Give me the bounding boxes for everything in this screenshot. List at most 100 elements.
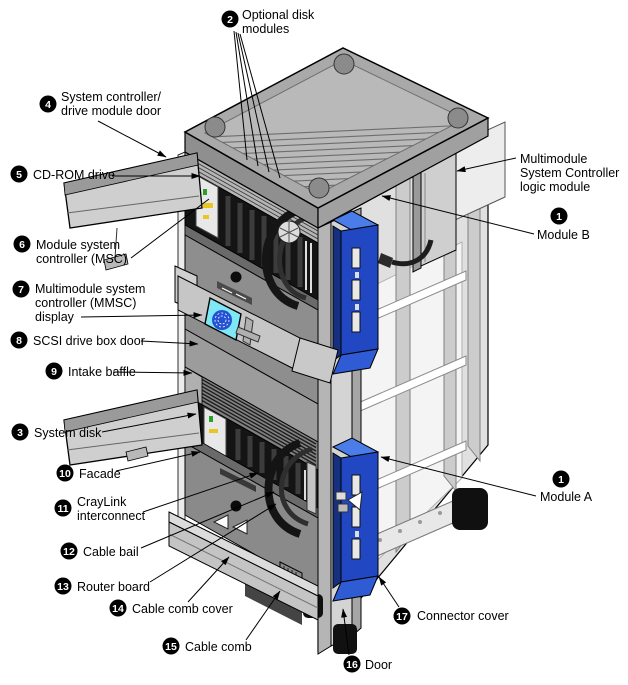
callout-number-bubble [221,10,239,28]
callout-number: 2 [227,14,233,26]
callout-number: 15 [165,641,177,653]
callout-label: System disk [34,426,102,440]
connector-cover-module-a [331,437,380,602]
callout-number-bubble [343,655,361,673]
callout-label: Cable comb [185,640,252,654]
callout-label: logic module [520,180,590,194]
callout-craylink-interconnect: 11 CrayLink interconnect [54,472,259,523]
callout-cd-rom-drive: 5 CD-ROM drive [10,165,201,183]
callout-label: Connector cover [417,609,509,623]
callout-system-disk: 3 System disk [11,412,197,441]
callout-number: 6 [19,239,25,251]
callout-label: Module system [36,238,120,252]
callout-number-bubble [10,331,28,349]
callout-number-bubble [12,280,30,298]
callouts: 2 Optional disk modules 4 System control… [10,8,619,673]
callout-label: Router board [77,580,150,594]
callout-door: 16 Door [341,608,392,673]
callout-facade: 10 Facade [56,450,201,482]
callout-number-bubble [39,95,57,113]
callout-label: SCSI drive box door [33,334,145,348]
callout-label: System Controller [520,166,619,180]
rack-illustration [63,47,506,655]
callout-label: Multimodule [520,152,587,166]
mmsc-display-assembly [174,265,339,384]
callout-number: 14 [112,603,124,615]
callout-number-bubble [552,470,570,488]
callout-mmsc-logic-module: Multimodule System Controller logic modu… [456,152,619,194]
callout-number: 4 [45,99,51,111]
callout-cable-comb: 15 Cable comb [162,590,281,655]
callout-number-bubble [56,464,74,482]
callout-number-bubble [54,577,72,595]
callout-number: 11 [57,503,68,515]
callout-number-bubble [109,599,127,617]
callout-number-bubble [162,637,180,655]
callout-label: Optional disk [242,8,315,22]
callout-number: 3 [17,427,23,439]
callout-number: 1 [558,474,564,486]
nameplate [217,281,252,305]
callout-label: Cable bail [83,545,139,559]
callout-scsi-drive-box-door: 8 SCSI drive box door [10,331,199,349]
callout-number-bubble [393,607,411,625]
callout-number: 16 [346,659,358,671]
callout-number-bubble [10,165,28,183]
callout-label: System controller/ [61,90,162,104]
callout-number: 9 [51,366,57,378]
lower-module-door [63,389,203,466]
callout-system-controller-door: 4 System controller/ drive module door [39,90,167,158]
callout-label: drive module door [61,104,161,118]
callout-number-bubble [11,423,29,441]
callout-cable-bail: 12 Cable bail [60,491,275,560]
cable-bail-strap [306,461,317,515]
callout-label: CrayLink [77,495,127,509]
upper-module-door [63,152,203,271]
callout-number: 5 [16,169,22,181]
callout-label: interconnect [77,509,146,523]
callout-label: modules [242,22,289,36]
printed-arrow [347,491,363,511]
callout-number: 17 [396,611,408,623]
callout-optional-disk-modules: 2 Optional disk modules [221,8,315,179]
callout-label: display [35,310,75,324]
callout-label: Door [365,658,392,672]
callout-router-board: 13 Router board [54,503,277,595]
cable-connector [378,253,393,268]
callout-number-bubble [54,499,72,517]
latch-knob [230,271,242,283]
callout-intake-baffle: 9 Intake baffle [45,362,193,380]
logic-module-cable [391,239,434,267]
callout-label: controller (MSC) [36,252,127,266]
callout-connector-cover: 17 Connector cover [378,576,509,625]
connector-cover-module-b [331,210,380,375]
callout-number: 8 [16,335,22,347]
callout-module-system-controller: 6 Module system controller (MSC) [13,198,210,266]
callout-number: 12 [63,546,75,558]
callout-number: 1 [556,211,562,223]
callout-label: Module B [537,228,590,242]
upper-craylink-cables [261,206,312,310]
callout-number-bubble [13,235,31,253]
callout-label: controller (MMSC) [35,296,136,310]
callout-label: Module A [540,490,593,504]
printed-arrow [231,519,248,535]
callout-mmsc-display: 7 Multimodule system controller (MMSC) d… [12,280,203,324]
callout-number-bubble [45,362,63,380]
rack-foot [452,488,488,530]
door-foot [333,624,357,654]
callout-cable-comb-cover: 14 Cable comb cover [109,556,233,617]
printed-arrow [212,514,229,530]
callout-number: 10 [59,468,71,480]
callout-number: 7 [18,284,24,296]
callout-number-bubble [550,207,568,225]
callout-label: CD-ROM drive [33,168,115,182]
lower-craylink-cables [264,439,363,538]
display-dpad [235,326,261,343]
callout-module-a: 1 Module A [380,456,593,504]
callout-label: Cable comb cover [132,602,233,616]
cable-comb-cover-panel [168,511,323,625]
callout-number-bubble [60,542,78,560]
